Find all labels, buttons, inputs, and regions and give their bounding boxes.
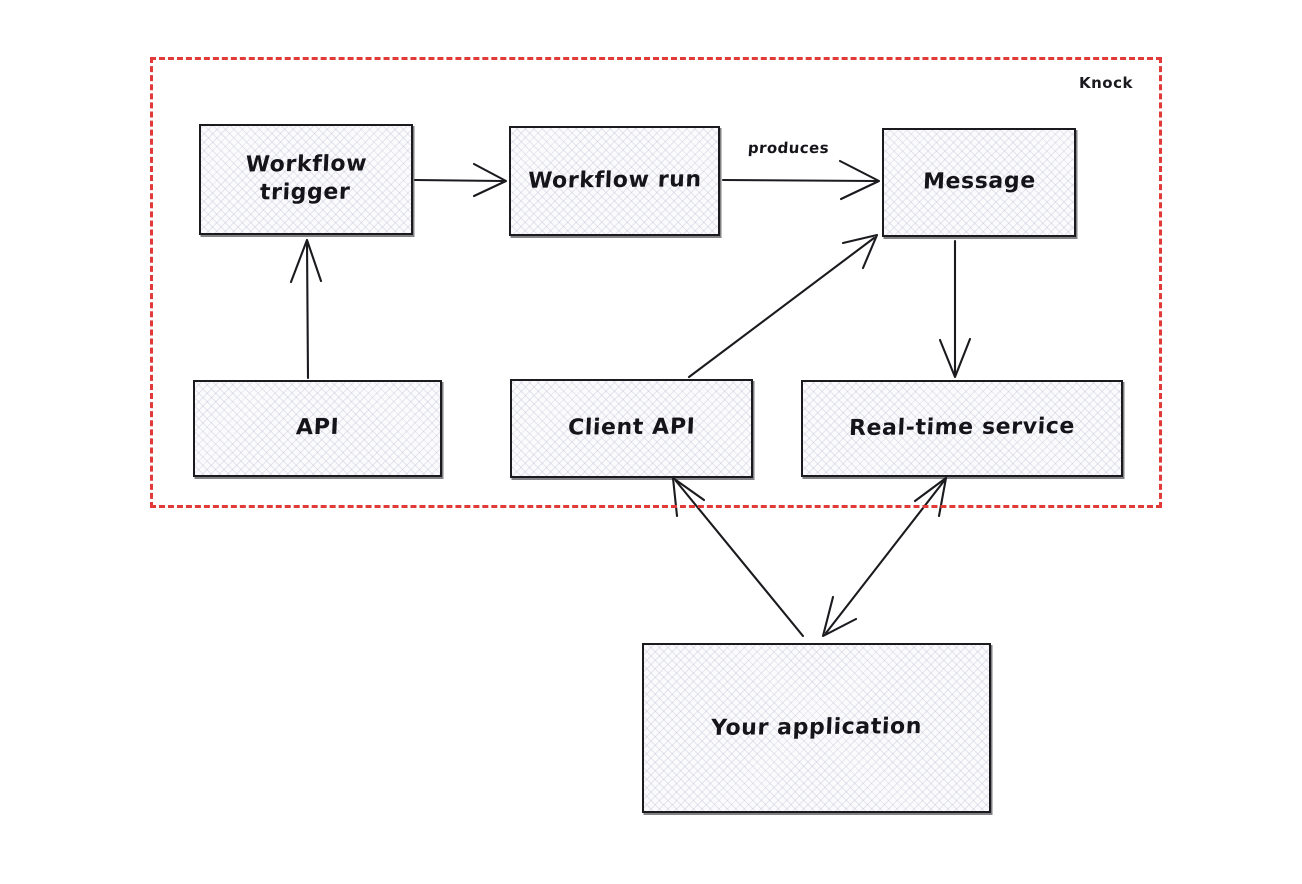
- node-your-application[interactable]: Your application: [642, 643, 991, 813]
- node-your-application-label: Your application: [710, 714, 923, 741]
- knock-group-frame: [150, 57, 1162, 508]
- node-real-time-service-label: Real-time service: [848, 414, 1076, 442]
- edge-label-produces: produces: [747, 139, 830, 157]
- node-message[interactable]: Message: [882, 128, 1076, 237]
- node-workflow-run[interactable]: Workflow run: [509, 126, 720, 236]
- node-client-api-label: Client API: [567, 414, 696, 441]
- node-client-api[interactable]: Client API: [510, 379, 753, 478]
- node-api-label: API: [295, 415, 340, 441]
- node-api[interactable]: API: [193, 380, 442, 477]
- node-workflow-trigger[interactable]: Workflow trigger: [199, 124, 413, 235]
- node-real-time-service[interactable]: Real-time service: [801, 380, 1123, 477]
- knock-group-label: Knock: [1079, 74, 1133, 92]
- node-workflow-trigger-label: Workflow trigger: [245, 151, 368, 206]
- node-workflow-run-label: Workflow run: [527, 167, 702, 194]
- node-message-label: Message: [922, 168, 1036, 195]
